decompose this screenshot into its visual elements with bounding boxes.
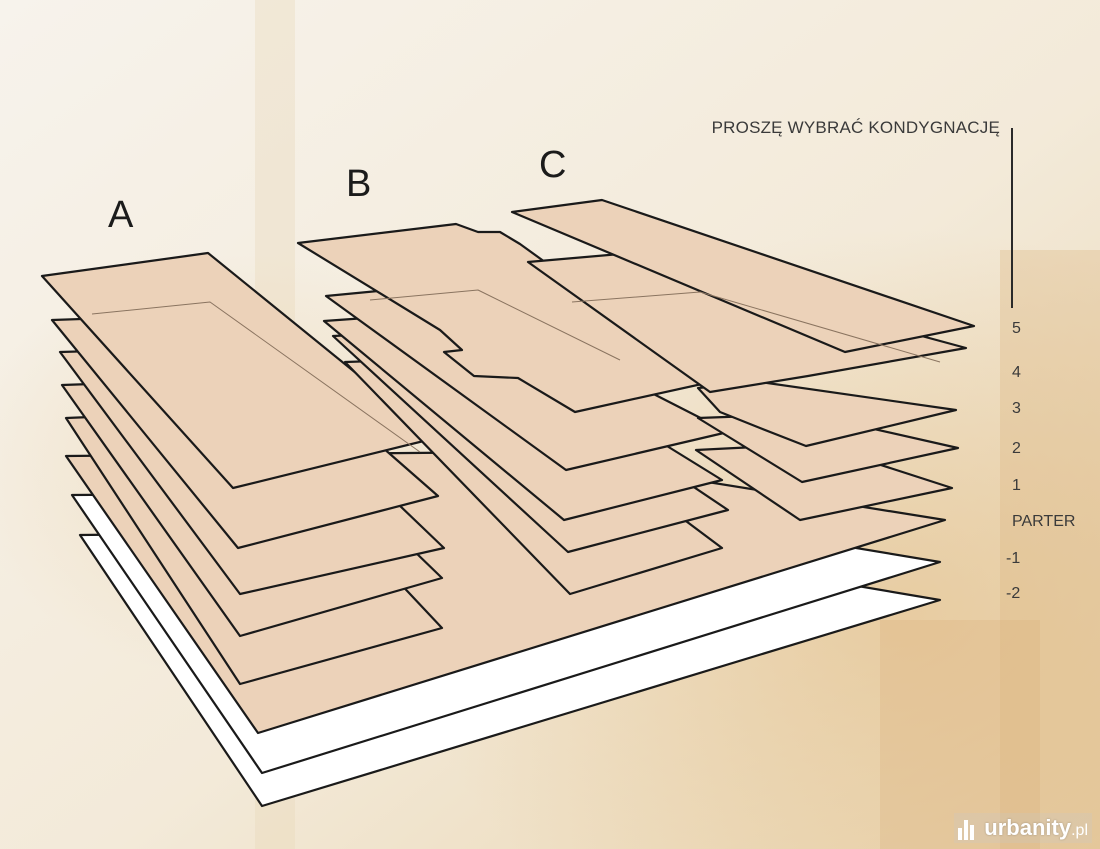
prompt-divider-line (1011, 128, 1013, 308)
floor-5-button[interactable]: 5 (1012, 320, 1021, 337)
slab-c-level-4[interactable] (526, 252, 968, 394)
floor-minus-2-button[interactable]: -2 (1006, 585, 1021, 602)
floor-minus-1-button[interactable]: -1 (1006, 550, 1021, 567)
slab-c-level-5[interactable] (510, 198, 976, 354)
floor-3-button[interactable]: 3 (1012, 400, 1021, 417)
building-b-label[interactable]: B (346, 163, 372, 205)
urbanity-logo-icon (958, 816, 980, 840)
slab-c-inner-outline (571, 291, 941, 363)
slab-b-level-5[interactable] (296, 222, 722, 414)
slab-a-inner-outline (91, 301, 421, 453)
floor-parter-button[interactable]: PARTER (1012, 513, 1076, 530)
logo-tld: .pl (1071, 822, 1088, 839)
logo-name: urbanity (984, 815, 1072, 840)
slab-b-inner-outline (369, 289, 621, 361)
floor-4-button[interactable]: 4 (1012, 364, 1021, 381)
building-c-label[interactable]: C (539, 144, 567, 186)
urbanity-logo: urbanity .pl (954, 813, 1092, 843)
select-floor-prompt: PROSZĘ WYBRAĆ KONDYGNACJĘ (711, 118, 1000, 137)
floor-2-button[interactable]: 2 (1012, 440, 1021, 457)
floor-1-button[interactable]: 1 (1012, 477, 1021, 494)
building-a-label[interactable]: A (108, 194, 134, 236)
